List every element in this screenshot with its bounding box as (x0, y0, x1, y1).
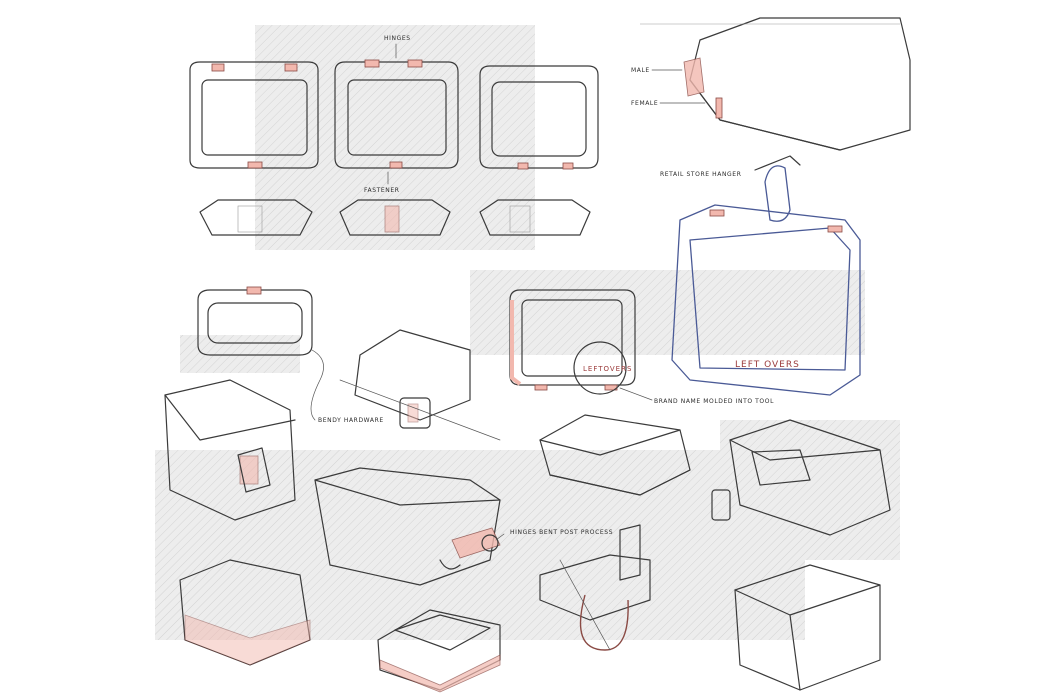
small-top-view (197, 286, 313, 356)
brand-molded-label: BRAND NAME MOLDED INTO TOOL (654, 398, 774, 405)
bendy-hardware-sketch (339, 329, 501, 441)
brand-callout-text: LEFTOVERS (583, 365, 632, 373)
fastener-label: FASTENER (364, 187, 400, 194)
top-view-3 (479, 65, 599, 170)
container-brand-text: LEFT OVERS (735, 360, 800, 370)
hinges-bent-leader (495, 533, 505, 541)
perspective-left (164, 379, 296, 521)
brand-leader (619, 387, 653, 401)
bendy-leader (310, 349, 324, 421)
perspective-bottom-right (734, 564, 881, 691)
top-view-1 (189, 61, 319, 169)
bendy-hardware-label: BENDY HARDWARE (318, 417, 384, 424)
hanger-container (671, 155, 861, 396)
female-label: FEMALE (631, 100, 658, 107)
branded-top-view (509, 289, 636, 395)
hinges-bent-label: HINGES BENT POST PROCESS (510, 529, 613, 536)
perspective-hinge-bent (314, 467, 501, 586)
side-views (199, 199, 591, 236)
perspective-center-closed (539, 414, 691, 496)
background-panels (155, 25, 900, 640)
perspective-bottom-left (179, 559, 311, 666)
top-view-2 (334, 59, 459, 169)
retail-hanger-label: RETAIL STORE HANGER (660, 171, 741, 178)
hinges-label: HINGES (384, 35, 411, 42)
male-female-detail (640, 17, 911, 151)
male-label: MALE (631, 67, 650, 74)
hanger-hook-sketch (539, 524, 651, 651)
perspective-right (711, 419, 891, 536)
perspective-bottom-center (377, 609, 501, 693)
